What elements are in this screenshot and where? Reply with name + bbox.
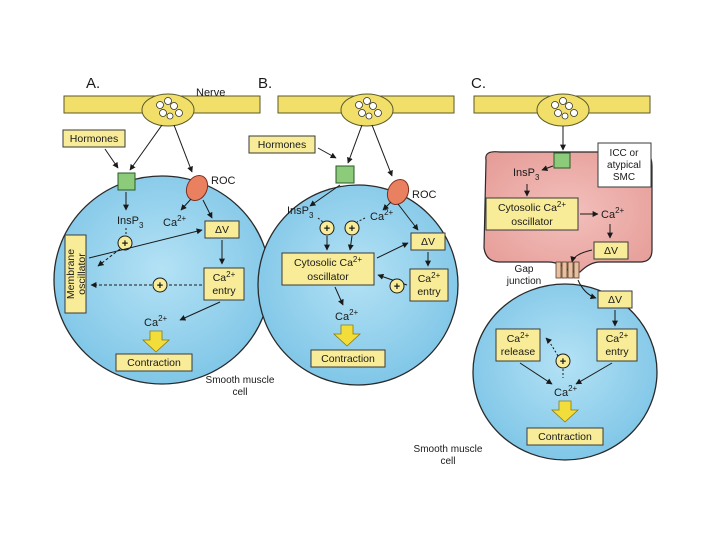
cytosolic-oscillator-label-2: oscillator xyxy=(307,271,349,283)
contraction-box xyxy=(526,427,604,446)
nerve-varicosity xyxy=(141,93,195,127)
contraction-box xyxy=(115,353,193,372)
ca-entry-box xyxy=(409,268,449,302)
down-arrow-icon xyxy=(332,324,362,347)
delta-v-box xyxy=(204,220,240,239)
insp3-label: InsP3 xyxy=(117,215,144,230)
nerve-label: Nerve xyxy=(196,87,225,99)
svg-text:+: + xyxy=(324,223,330,235)
gap-junction-icon xyxy=(555,261,580,279)
panel-b: B. Hormones ROC InsP3 Ca2+ + + Cytosolic xyxy=(248,75,459,386)
nerve-varicosity xyxy=(340,93,394,127)
hormones-box xyxy=(248,135,316,154)
gap-junction-label-2: junction xyxy=(506,276,541,287)
ca-lower-label: Ca2+ xyxy=(144,314,168,329)
ca-lower-label: Ca2+ xyxy=(335,308,359,323)
panel-c-letter: C. xyxy=(471,75,486,92)
cytosolic-oscillator-label: Cytosolic Ca2+ xyxy=(294,255,362,269)
svg-text:+: + xyxy=(122,238,128,250)
roc-channel-icon xyxy=(386,178,410,206)
panel-b-letter: B. xyxy=(258,75,272,92)
gap-junction-label-1: Gap xyxy=(515,264,534,275)
icc-label-1: ICC or xyxy=(610,148,640,159)
vesicles xyxy=(355,97,382,120)
icc-label-2: atypical xyxy=(607,160,641,171)
roc-label: ROC xyxy=(412,189,437,201)
smooth-muscle-label-2: cell xyxy=(232,387,247,398)
hormones-box xyxy=(62,129,126,148)
vesicles xyxy=(551,97,578,120)
vesicles xyxy=(156,97,183,120)
ca-entry-label: Ca2+ xyxy=(606,331,629,345)
smooth-muscle-cell xyxy=(472,283,658,461)
contraction-label: Contraction xyxy=(538,431,592,443)
ca-label: Ca2+ xyxy=(163,214,187,229)
delta-v-bottom-box xyxy=(597,290,633,309)
delta-v-top-box xyxy=(593,241,629,260)
plus-icon xyxy=(344,220,360,236)
cytosolic-oscillator-label-2: oscillator xyxy=(511,216,553,228)
ca-top-label: Ca2+ xyxy=(601,206,625,221)
membrane-oscillator-label: Membraneoscillator xyxy=(65,249,88,299)
cytosolic-oscillator-box xyxy=(281,252,375,286)
plus-icon xyxy=(152,277,168,293)
ca-release-box xyxy=(495,328,541,362)
icc-label-3: SMC xyxy=(613,172,635,183)
ca-entry-label: Ca2+ xyxy=(418,271,441,285)
receptor-icon xyxy=(117,172,136,191)
delta-v-bottom-label: ΔV xyxy=(608,294,622,306)
ca-entry-label-2: entry xyxy=(417,286,441,298)
svg-text:+: + xyxy=(560,356,566,368)
ca-entry-label-2: entry xyxy=(605,346,629,358)
roc-label: ROC xyxy=(211,175,236,187)
ca-release-label: Ca2+ xyxy=(507,331,530,345)
ca-lower-label: Ca2+ xyxy=(554,384,578,399)
smooth-muscle-label: Smooth muscle xyxy=(206,375,275,386)
cytosolic-oscillator-box xyxy=(485,197,579,231)
insp3-label: InsP3 xyxy=(513,167,540,182)
delta-v-top-label: ΔV xyxy=(604,245,618,257)
ca-entry-label-2: entry xyxy=(212,285,236,297)
down-arrow-icon xyxy=(550,400,580,423)
hormones-label: Hormones xyxy=(258,139,306,151)
ca-entry-label: Ca2+ xyxy=(213,270,236,284)
down-arrow-icon xyxy=(141,330,171,353)
svg-text:+: + xyxy=(394,281,400,293)
ca-entry-box xyxy=(203,267,245,301)
smooth-muscle-label-2: cell xyxy=(440,456,455,467)
delta-v-label: ΔV xyxy=(215,224,229,236)
contraction-label: Contraction xyxy=(127,357,181,369)
membrane-oscillator-box xyxy=(64,234,87,314)
delta-v-box xyxy=(410,232,446,251)
plus-icon xyxy=(555,353,571,369)
contraction-label: Contraction xyxy=(321,353,375,365)
ca-label: Ca2+ xyxy=(370,208,394,223)
panel-c: C. ICC or atypical SMC InsP3 Cytosolic C… xyxy=(414,75,658,467)
icc-label-box xyxy=(597,142,652,188)
panel-a: A. Nerve Hormones ROC InsP3 Ca2+ ΔV xyxy=(53,75,275,398)
insp3-label: InsP3 xyxy=(287,205,314,220)
hormones-label: Hormones xyxy=(70,133,118,145)
plus-icon xyxy=(319,220,335,236)
plus-icon xyxy=(389,278,405,294)
svg-text:+: + xyxy=(349,223,355,235)
cytosolic-oscillator-label: Cytosolic Ca2+ xyxy=(498,200,566,214)
svg-text:+: + xyxy=(157,280,163,292)
ca-release-label-2: release xyxy=(501,346,536,358)
receptor-icon xyxy=(553,152,571,169)
receptor-icon xyxy=(335,165,355,184)
contraction-box xyxy=(310,349,386,368)
roc-channel-icon xyxy=(185,174,209,202)
panel-a-letter: A. xyxy=(86,75,100,92)
smooth-muscle-label: Smooth muscle xyxy=(414,444,483,455)
delta-v-label: ΔV xyxy=(421,236,435,248)
plus-icon xyxy=(117,235,133,251)
ca-entry-box xyxy=(596,328,638,362)
